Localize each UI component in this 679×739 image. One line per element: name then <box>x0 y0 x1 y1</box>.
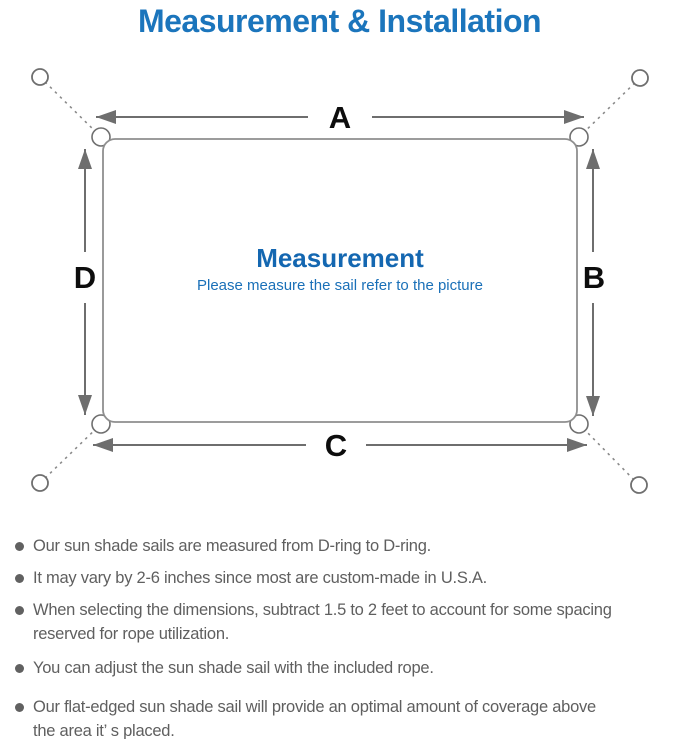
note-text: Our sun shade sails are measured from D-… <box>33 537 431 555</box>
page-title: Measurement & Installation <box>137 3 542 39</box>
bullet-icon <box>15 605 24 615</box>
rope-line-bottom-left <box>39 423 102 484</box>
bullet-icon <box>15 663 24 673</box>
note-text: It may vary by 2-6 inches since most are… <box>33 569 488 587</box>
anchor-point-top-right <box>631 69 649 87</box>
bullet-icon <box>15 541 24 551</box>
bullet-icon <box>15 573 24 583</box>
list-item: It may vary by 2-6 inches since most are… <box>15 566 675 590</box>
note-text: Our flat-edged sun shade sail will provi… <box>33 698 596 739</box>
d-ring-top-left <box>91 127 111 147</box>
bullet-icon <box>15 702 24 712</box>
notes-list: Our sun shade sails are measured from D-… <box>15 534 675 739</box>
list-item: Our flat-edged sun shade sail will provi… <box>15 695 675 739</box>
dimension-label-b: B <box>583 260 605 295</box>
note-text: You can adjust the sun shade sail with t… <box>33 659 434 677</box>
dimension-label-a: A <box>329 100 351 135</box>
rope-line-top-right <box>578 77 641 138</box>
sail-outline <box>102 138 578 423</box>
list-item: Our sun shade sails are measured from D-… <box>15 534 675 558</box>
d-ring-bottom-left <box>91 414 111 434</box>
dimension-label-c: C <box>325 428 347 463</box>
list-item: When selecting the dimensions, subtract … <box>15 598 675 646</box>
d-ring-top-right <box>569 127 589 147</box>
diagram-center-subtitle: Please measure the sail refer to the pic… <box>197 277 483 294</box>
anchor-point-bottom-left <box>31 474 49 492</box>
anchor-point-top-left <box>31 68 49 86</box>
rope-line-bottom-right <box>578 423 640 486</box>
list-item: You can adjust the sun shade sail with t… <box>15 656 675 680</box>
diagram-center-heading: Measurement <box>256 243 424 273</box>
sail-measurement-diagram: A B C D <box>31 68 649 494</box>
rope-line-top-left <box>39 76 102 138</box>
anchor-point-bottom-right <box>630 476 648 494</box>
note-text: When selecting the dimensions, subtract … <box>33 601 612 643</box>
dimension-label-d: D <box>74 260 96 295</box>
d-ring-bottom-right <box>569 414 589 434</box>
